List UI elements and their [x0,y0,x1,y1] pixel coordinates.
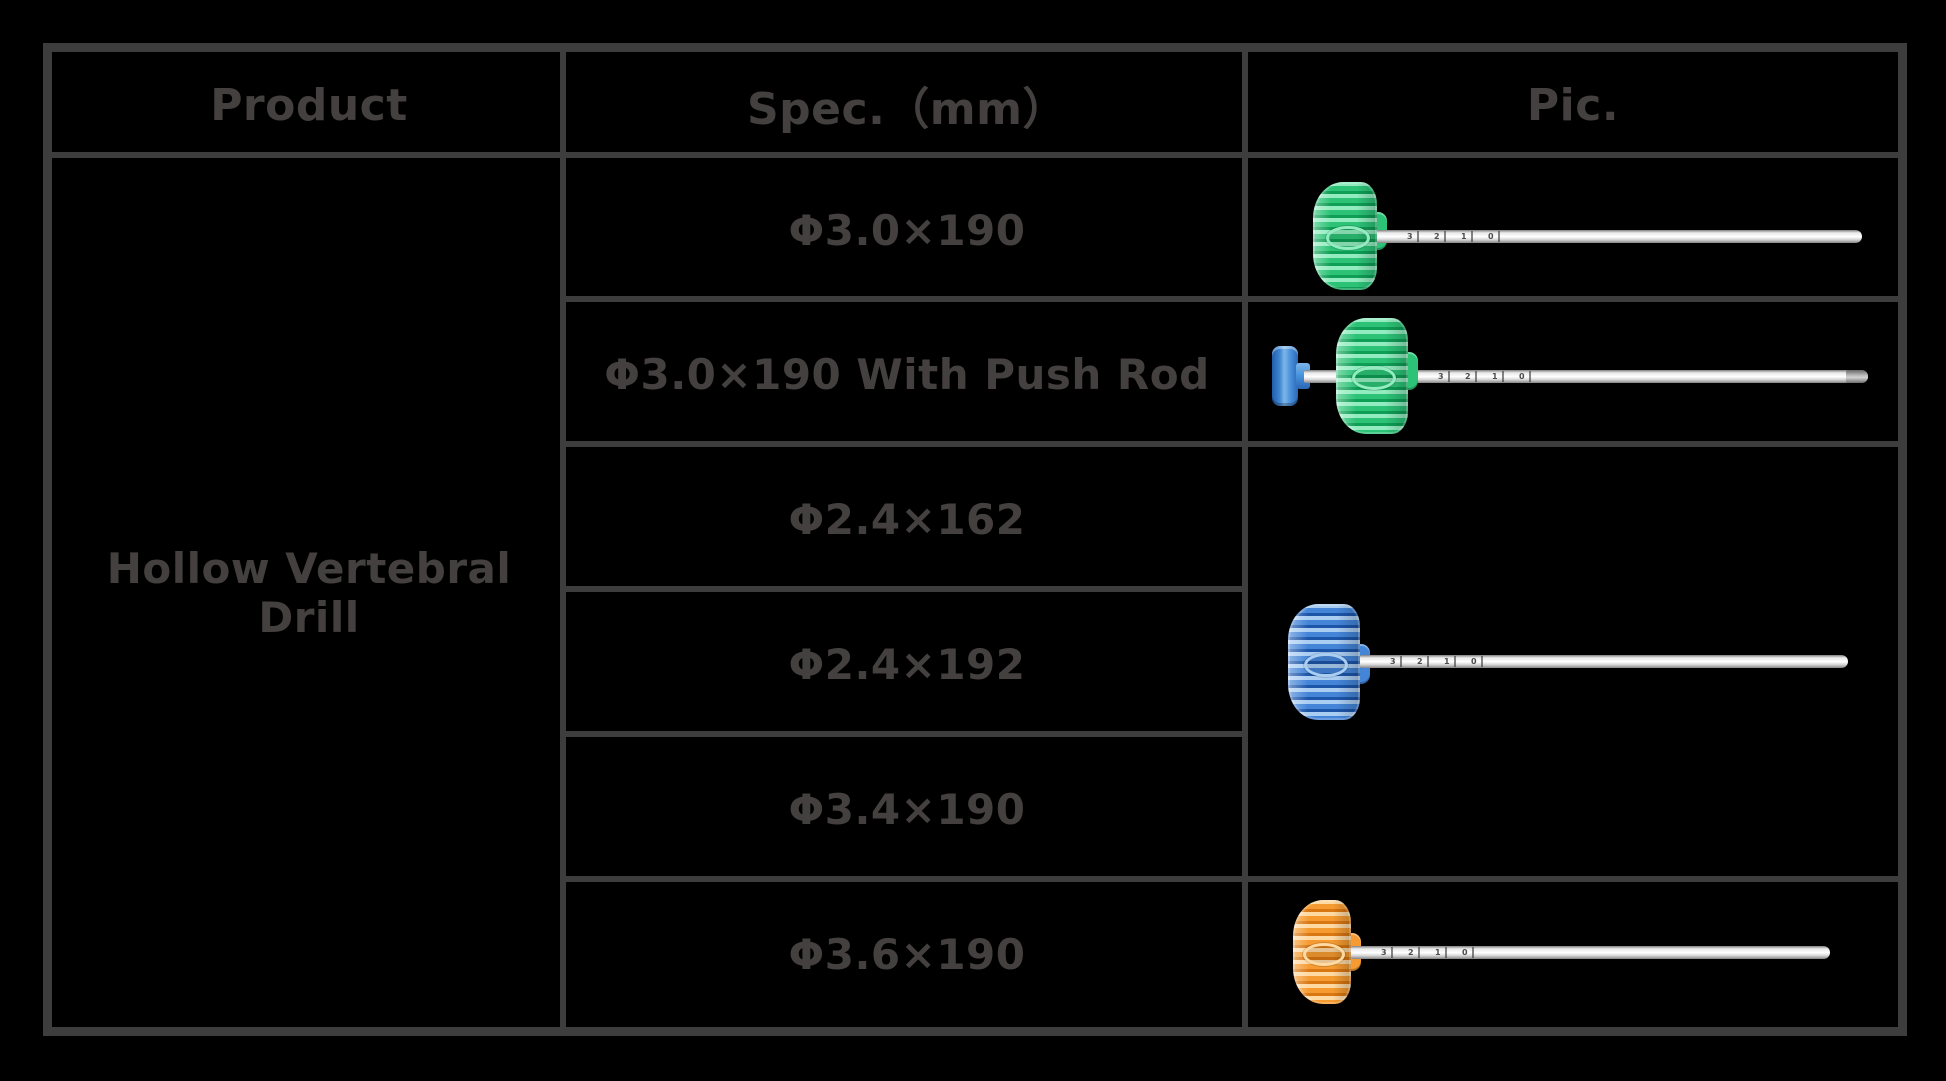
shaft-depth-digit: 0 [1462,947,1468,957]
pic-cell-row2: 3 2 1 0 [1248,302,1898,447]
shaft-depth-tick [1471,231,1473,242]
push-rod-t-handle [1272,346,1298,406]
spec-cell: Φ2.4×162 [788,495,1026,544]
shaft-depth-tick [1418,947,1420,958]
shaft-depth-tick [1400,656,1402,667]
spec-cell: Φ3.0×190 [788,205,1026,255]
shaft-depth-tick [1417,231,1419,242]
grid-line [566,296,1898,302]
shaft-depth-digit: 2 [1465,371,1471,381]
header-spec: Spec.（mm） [746,84,1068,135]
pic-cell-row1: 3 2 1 0 [1248,158,1898,302]
drill-shaft: 3 2 1 0 [1408,370,1868,383]
shaft-depth-digit: 2 [1417,656,1423,666]
shaft-depth-digit: 1 [1444,656,1450,666]
drill-photo-green: 3 2 1 0 [1248,158,1898,302]
drill-shaft-tip [1846,370,1868,383]
shaft-depth-digit: 2 [1434,231,1440,241]
spec-cell: Φ3.6×190 [788,930,1026,979]
grid-line [566,586,1248,592]
grid-line [566,876,1898,882]
shaft-depth-digit: 0 [1488,231,1494,241]
shaft-depth-tick [1454,656,1456,667]
header-product: Product [210,79,408,131]
shaft-depth-digit: 1 [1435,947,1441,957]
product-name-cell: Hollow Vertebral Drill [106,543,512,642]
shaft-depth-digit: 1 [1461,231,1467,241]
grid-line [560,52,566,1027]
handle-logo-badge [1352,366,1396,390]
drill-shaft: 3 2 1 0 [1351,946,1830,959]
shaft-depth-digit: 0 [1519,371,1525,381]
shaft-depth-tick [1502,371,1504,382]
grid-line [1242,52,1248,1027]
spec-cell: Φ3.0×190 With Push Rod [604,350,1210,399]
drill-shaft: 3 2 1 0 [1360,655,1848,668]
grid-line [52,152,1898,158]
drill-photo-blue: 3 2 1 0 [1248,447,1898,882]
shaft-depth-tick [1529,371,1531,382]
table-outer-border [43,43,1907,1036]
spec-cell: Φ2.4×192 [788,640,1026,689]
drill-shaft: 3 2 1 0 [1377,230,1862,243]
shaft-depth-tick [1391,947,1393,958]
shaft-depth-tick [1498,231,1500,242]
shaft-depth-digit: 1 [1492,371,1498,381]
shaft-depth-digit: 3 [1390,656,1396,666]
pic-cell-rows3-5: 3 2 1 0 [1248,447,1898,882]
shaft-depth-digit: 2 [1408,947,1414,957]
drill-photo-green-with-push-rod: 3 2 1 0 [1248,302,1898,447]
shaft-depth-tick [1448,371,1450,382]
shaft-depth-tick [1481,656,1483,667]
shaft-depth-digit: 3 [1407,231,1413,241]
shaft-depth-tick [1445,947,1447,958]
shaft-depth-digit: 3 [1438,371,1444,381]
shaft-depth-digit: 3 [1381,947,1387,957]
grid-line [566,441,1898,447]
handle-logo-badge [1303,943,1345,966]
shaft-depth-tick [1472,947,1474,958]
spec-cell: Φ3.4×190 [788,785,1026,834]
grid-line [566,731,1248,737]
header-pic: Pic. [1526,79,1620,131]
pic-cell-row6: 3 2 1 0 [1248,882,1898,1027]
shaft-depth-digit: 0 [1471,656,1477,666]
handle-logo-badge [1326,226,1370,250]
shaft-depth-tick [1444,231,1446,242]
drill-photo-orange: 3 2 1 0 [1248,882,1898,1027]
shaft-depth-tick [1427,656,1429,667]
shaft-depth-tick [1475,371,1477,382]
handle-logo-badge [1304,653,1348,677]
